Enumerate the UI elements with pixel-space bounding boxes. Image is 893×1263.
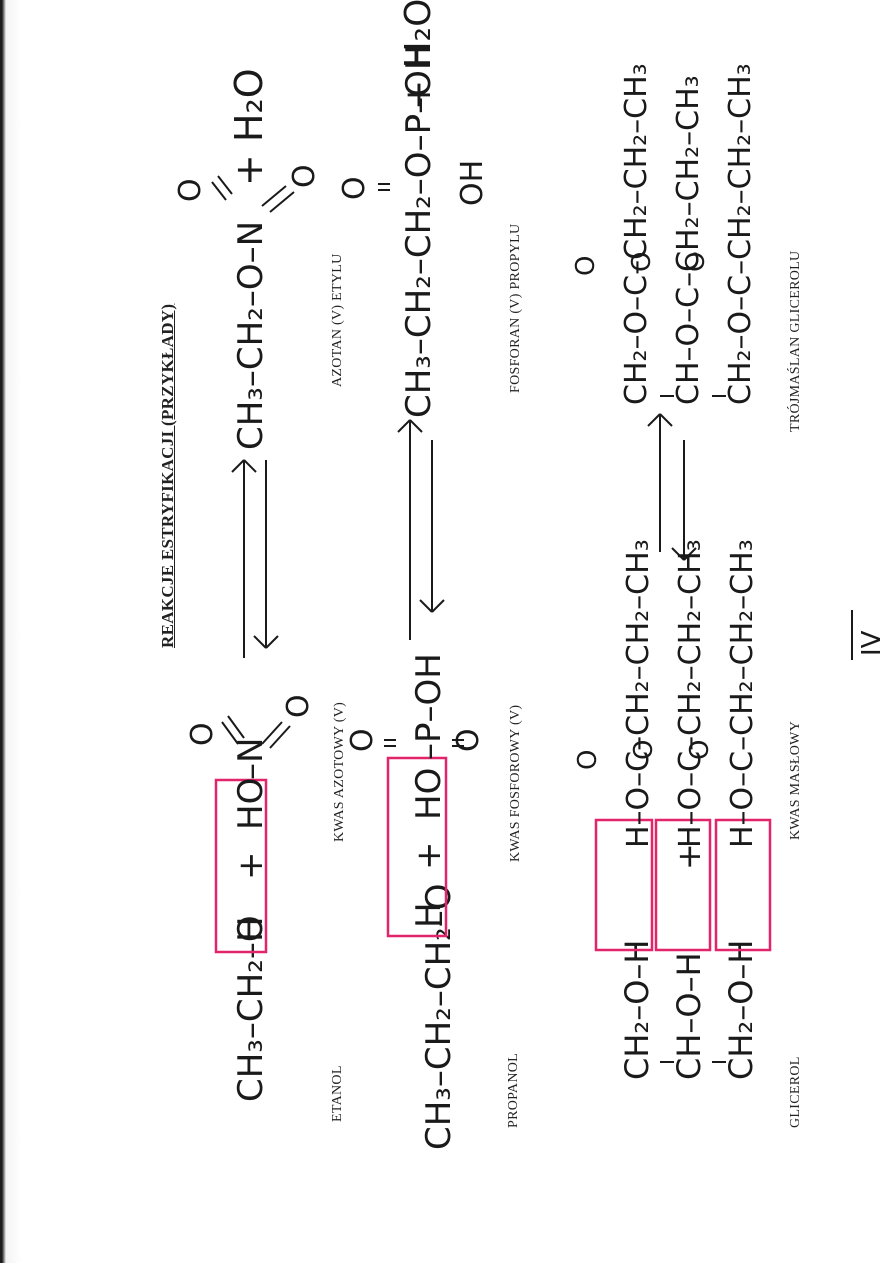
r1-no-bonds [221,715,291,749]
r2-prod-oxygen: O [337,176,372,200]
r1-prod-oxygen-top: O [173,178,208,202]
r2-propanol: CH₃–CH₂–CH₂–O [419,883,459,1150]
reaction-2: CH₃–CH₂–CH₂–O H + HO –P–OH O O CH₃–CH₂–C… [337,0,490,1150]
r3-ester-row-1: CH₂–O–C–CH₂–CH₂–CH₃ [619,63,654,405]
r2-highlight-box [386,756,448,938]
r2-oxygen-top: O [345,728,380,752]
r3-ester-o-1: O [571,256,601,276]
r1-plus: + [231,852,271,881]
r3-plus: + [670,843,708,870]
r1-water: + H₂O [227,68,271,186]
r2-water: + H₂O [398,0,439,110]
r3-box-3 [714,818,772,952]
r2-prod-bond [378,183,390,191]
r3-acid-row-2: H–O–C–CH₂–CH₂–CH₃ [673,539,708,848]
scan-edge [0,0,22,1263]
r2-po-bonds [384,739,464,747]
r3-back-arrow [671,440,697,561]
r1-n: –N [231,738,271,780]
r1-oxygen-bottom: O [281,694,316,718]
r3-ester-row-3: CH₂–O–C–CH₂–CH₂–CH₃ [723,63,758,405]
r3-acid-o-2: O [629,740,659,760]
r1-ethanol: CH₃–CH₂–O [231,915,271,1102]
r2-product: CH₃–CH₂–CH₂–O–P–OH [399,45,439,418]
r3-acid-o-3: O [685,740,715,760]
r3-ester-o-3: O [681,252,711,272]
r1-h: H [231,916,271,942]
reaction-3: CH₂–O–H CH–O–H CH₂–O–H + H–O–C–CH₂–CH₂–C… [571,63,772,1080]
r2-prod-oh: OH [455,160,490,206]
r2-p-oh: –P–OH [409,653,449,760]
r3-acid-row-1: H–O–C–CH₂–CH₂–CH₃ [621,539,656,848]
r1-highlight-box [214,778,268,954]
r3-forward-arrow [647,413,673,552]
r3-ester-row-2: CH–O–C–CH₂–CH₂–CH₃ [671,75,706,405]
r3-acid-o-1: O [573,750,603,770]
page-number: IV [857,630,887,656]
r3-gly-row-1: CH₂–O–H [618,940,656,1080]
r1-back-arrow [253,460,279,649]
r1-forward-arrow [231,459,257,658]
r1-oxygen-top: O [185,722,220,746]
r2-plus: + [409,842,449,871]
r1-prod-bonds [211,175,295,213]
r3-gly-row-3: CH₂–O–H [722,940,760,1080]
reaction-1: CH₃–CH₂–O H + HO –N O O CH₃–CH₂–O–N O O … [173,68,322,1102]
r2-h: H [409,902,449,928]
r1-product: CH₃–CH₂–O–N [231,221,271,450]
r2-forward-arrow [397,419,423,640]
r2-ho: HO [409,768,449,820]
r3-acid-row-3: H–O–C–CH₂–CH₂–CH₃ [725,539,760,848]
r2-back-arrow [419,440,445,613]
r3-box-1 [594,818,654,952]
r1-prod-oxygen-bottom: O [287,164,322,188]
r1-ho: HO [231,778,271,830]
r3-box-2 [654,818,712,952]
r3-gly-row-2: CH–O–H [670,952,708,1080]
r3-ester-o-2: O [627,252,657,272]
